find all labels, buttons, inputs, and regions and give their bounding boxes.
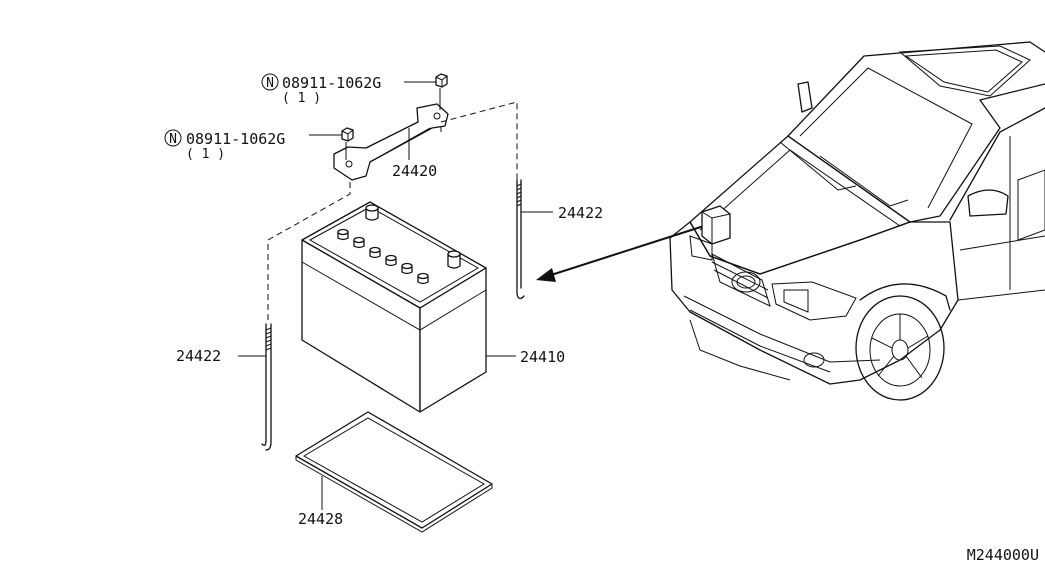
battery-terminal-posts <box>365 204 461 269</box>
nut-top <box>435 73 448 88</box>
assembly-dashed-line-left <box>267 182 351 322</box>
part-label-24422-right[interactable]: 24422 <box>558 204 603 222</box>
location-arrow <box>536 223 711 282</box>
battery[interactable] <box>301 201 487 413</box>
assembly-dashed-line-right <box>440 101 518 180</box>
fastener-callout-2[interactable]: N 08911-1062G ( 1 ) <box>164 129 342 162</box>
fastener-part-number: 08911-1062G <box>282 74 381 92</box>
battery-tray[interactable] <box>295 411 493 533</box>
part-label-24428[interactable]: 24428 <box>298 510 343 528</box>
fastener-part-number: 08911-1062G <box>186 130 285 148</box>
n-symbol-letter: N <box>169 132 177 147</box>
nut-second <box>341 127 354 142</box>
n-symbol-circle <box>261 73 279 91</box>
fastener-callout-1[interactable]: N 08911-1062G ( 1 ) <box>261 73 436 106</box>
battery-vent-caps <box>337 228 429 285</box>
fastener-quantity: ( 1 ) <box>186 147 225 162</box>
vehicle-illustration <box>669 41 1045 401</box>
diagram-id: M244000U <box>967 546 1039 564</box>
fastener-quantity: ( 1 ) <box>282 91 321 106</box>
hold-down-rod-left[interactable] <box>261 323 272 451</box>
n-symbol-letter: N <box>266 76 274 91</box>
part-label-24422-left[interactable]: 24422 <box>176 347 221 365</box>
part-label-24410[interactable]: 24410 <box>520 348 565 366</box>
n-symbol-circle <box>164 129 182 147</box>
hold-down-rod-right[interactable] <box>516 179 525 300</box>
hold-down-bracket[interactable] <box>333 88 449 181</box>
part-label-24420[interactable]: 24420 <box>392 162 437 180</box>
